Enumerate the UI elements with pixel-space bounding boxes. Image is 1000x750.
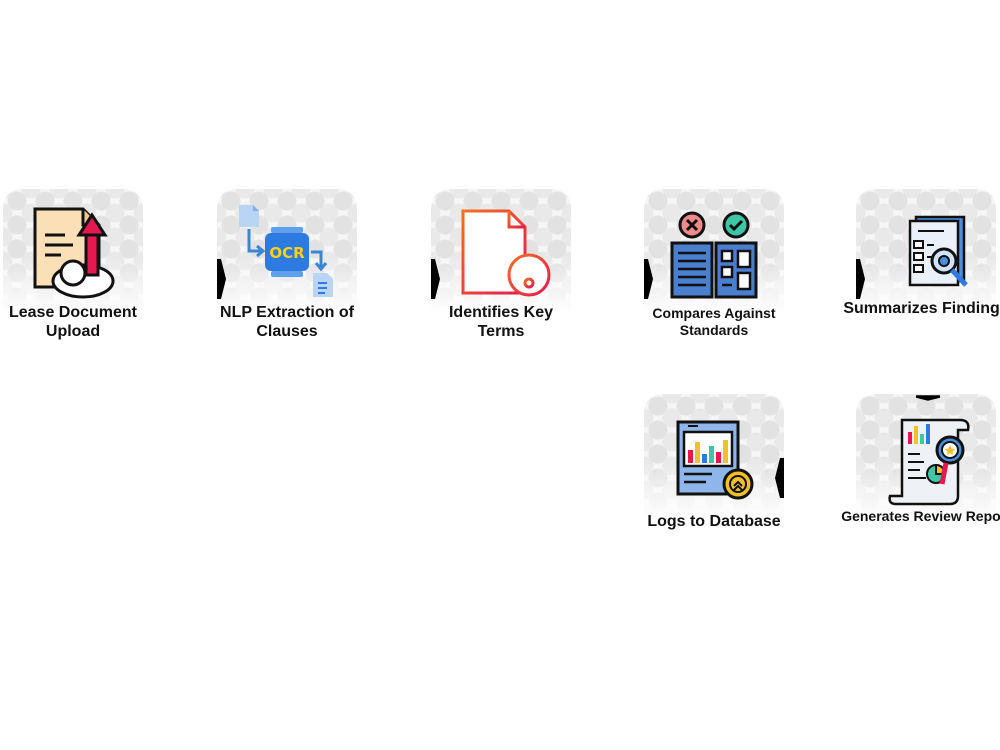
document-search-icon	[908, 215, 968, 287]
ocr-icon: OCR	[239, 205, 333, 297]
step-label: Lease Document Upload	[8, 304, 138, 341]
step-label: NLP Extraction of Clauses	[220, 304, 354, 341]
step-label: Generates Review Report	[841, 508, 1000, 524]
tile-background	[644, 394, 784, 519]
step-label: Logs to Database	[647, 513, 781, 530]
document-upload-icon	[33, 207, 115, 299]
ocr-text: OCR	[269, 244, 305, 262]
connector-marker	[775, 458, 784, 498]
connector-marker	[856, 259, 865, 299]
connector-marker	[644, 259, 653, 299]
step-label: Compares Against Standards	[652, 305, 776, 338]
connector-marker	[916, 395, 940, 401]
connector-marker	[217, 259, 226, 299]
step-label: Summarizes Findings	[843, 300, 1000, 317]
tile-background	[856, 189, 996, 314]
document-key-icon	[461, 209, 551, 297]
tile-background	[644, 189, 784, 314]
connector-marker	[431, 259, 440, 299]
compare-documents-icon	[670, 211, 758, 299]
database-chart-icon	[676, 420, 754, 500]
step-label: Identifies Key Terms	[448, 304, 554, 341]
report-analysis-icon	[888, 418, 970, 506]
